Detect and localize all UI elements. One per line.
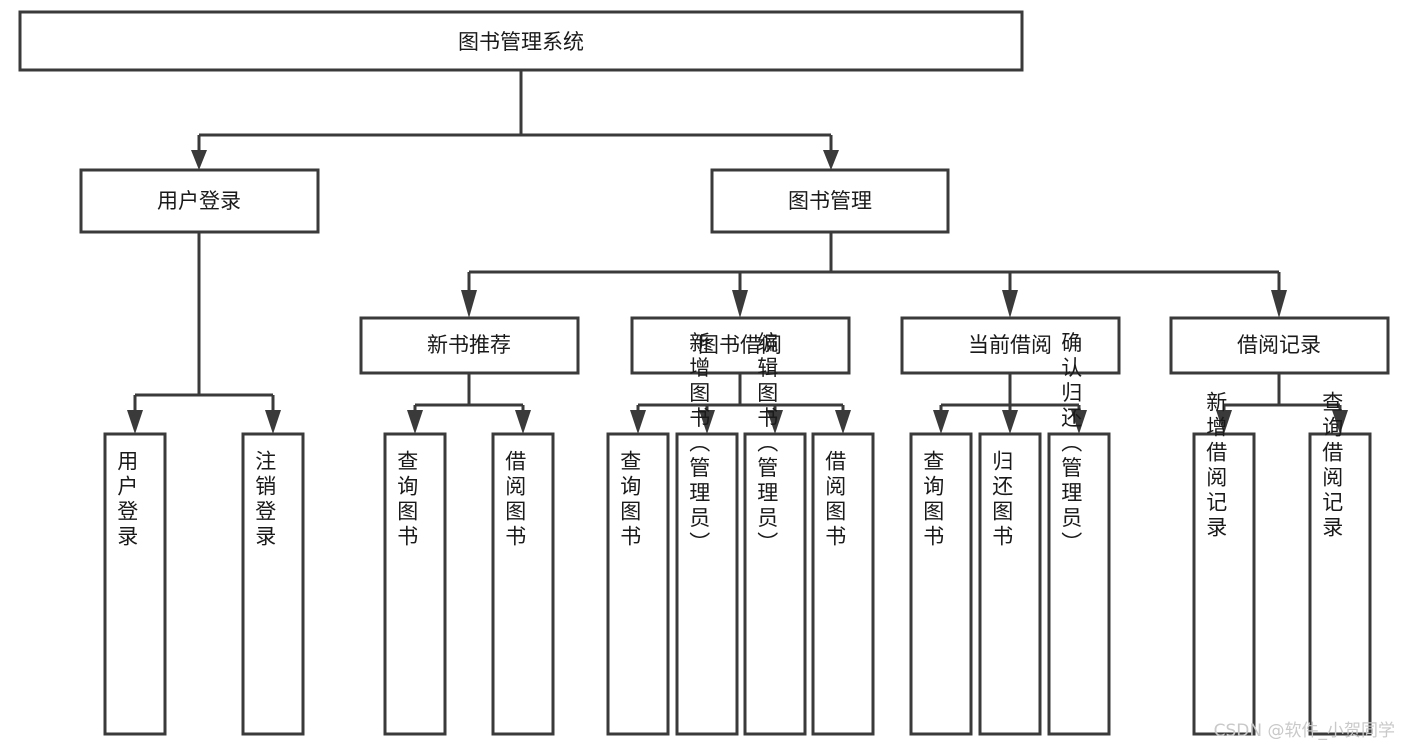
leaf-book-borrow-1[interactable]: 查询图书	[606, 432, 670, 736]
arrowhead-level2-3	[1002, 290, 1018, 318]
node-current-borrow-label: 当前借阅	[968, 333, 1052, 357]
node-borrow-record-label: 借阅记录	[1237, 333, 1321, 357]
arrowhead-borrow-leaf-3	[767, 410, 783, 434]
leaf-borrow-record-2[interactable]: 查询借阅记录	[1308, 391, 1372, 736]
leaf-current-borrow-1[interactable]: 查询图书	[909, 432, 973, 736]
nodes-layer: 图书管理系统 用户登录 图书管理 新书推荐 图书借阅 当前	[18, 10, 1390, 736]
arrowhead-borrow-leaf-2	[699, 410, 715, 434]
leaf-new-book-1[interactable]: 查询图书	[383, 432, 447, 736]
leaf-new-book-2-label: 借阅图书	[503, 450, 527, 550]
node-book-management-label: 图书管理	[788, 189, 872, 213]
leaf-new-book-2[interactable]: 借阅图书	[491, 432, 555, 736]
arrowhead-user-login	[191, 150, 207, 170]
arrowhead-level2-4	[1271, 290, 1287, 318]
leaf-borrow-record-1[interactable]: 新增借阅记录	[1192, 391, 1256, 736]
node-current-borrow[interactable]: 当前借阅	[900, 316, 1121, 375]
arrowhead-borrow-leaf-4	[835, 410, 851, 434]
leaf-book-borrow-4[interactable]: 借阅图书	[811, 432, 875, 736]
leaf-book-borrow-4-label: 借阅图书	[823, 450, 847, 550]
node-book-borrow[interactable]: 图书借阅	[630, 316, 851, 375]
leaf-book-borrow-3-label: 编辑图书（管理员）	[755, 332, 779, 557]
leaf-book-borrow-3[interactable]: 编辑图书（管理员）	[743, 332, 807, 736]
arrowhead-book-mgmt	[823, 150, 839, 170]
leaf-user-login-1[interactable]: 用户登录	[103, 432, 167, 736]
arrowhead-record-leaf-2	[1332, 410, 1348, 434]
arrowhead-record-leaf-1	[1216, 410, 1232, 434]
node-new-book-recommend-label: 新书推荐	[427, 333, 511, 357]
leaf-current-borrow-1-label: 查询图书	[921, 450, 945, 550]
node-user-login[interactable]: 用户登录	[79, 168, 320, 234]
leaf-book-borrow-2-label: 新增图书（管理员）	[687, 332, 711, 557]
arrowhead-newbook-leaf-1	[407, 410, 423, 434]
arrowhead-current-leaf-2	[1002, 410, 1018, 434]
arrowhead-newbook-leaf-2	[515, 410, 531, 434]
leaf-borrow-record-2-label: 查询借阅记录	[1320, 391, 1344, 541]
node-user-login-label: 用户登录	[157, 189, 241, 213]
csdn-watermark: CSDN @软件_小贺同学	[1213, 721, 1395, 741]
leaf-current-borrow-2[interactable]: 归还图书	[978, 432, 1042, 736]
node-root[interactable]: 图书管理系统	[18, 10, 1024, 72]
node-book-borrow-label: 图书借阅	[698, 333, 782, 357]
node-book-management[interactable]: 图书管理	[710, 168, 950, 234]
leaf-current-borrow-3-label: 确认归还（管理员）	[1059, 332, 1083, 557]
leaf-user-login-1-label: 用户登录	[115, 450, 139, 550]
arrowhead-userlogin-leaf-1	[127, 410, 143, 434]
arrowhead-current-leaf-1	[933, 410, 949, 434]
arrowhead-userlogin-leaf-2	[265, 410, 281, 434]
arrowhead-level2-1	[461, 290, 477, 318]
arrowhead-borrow-leaf-1	[630, 410, 646, 434]
leaf-new-book-1-label: 查询图书	[395, 450, 419, 550]
leaf-user-login-2[interactable]: 注销登录	[241, 432, 305, 736]
edges-layer	[127, 70, 1348, 434]
node-borrow-record[interactable]: 借阅记录	[1169, 316, 1390, 375]
node-root-label: 图书管理系统	[458, 30, 584, 54]
arrowhead-current-leaf-3	[1071, 410, 1087, 434]
leaf-borrow-record-1-label: 新增借阅记录	[1204, 391, 1228, 541]
arrowhead-level2-2	[732, 290, 748, 318]
leaf-book-borrow-1-label: 查询图书	[618, 450, 642, 550]
leaf-current-borrow-3[interactable]: 确认归还（管理员）	[1047, 332, 1111, 736]
node-new-book-recommend[interactable]: 新书推荐	[359, 316, 580, 375]
leaf-current-borrow-2-label: 归还图书	[990, 450, 1014, 550]
leaf-book-borrow-2[interactable]: 新增图书（管理员）	[675, 332, 739, 736]
leaf-user-login-2-label: 注销登录	[253, 450, 277, 550]
